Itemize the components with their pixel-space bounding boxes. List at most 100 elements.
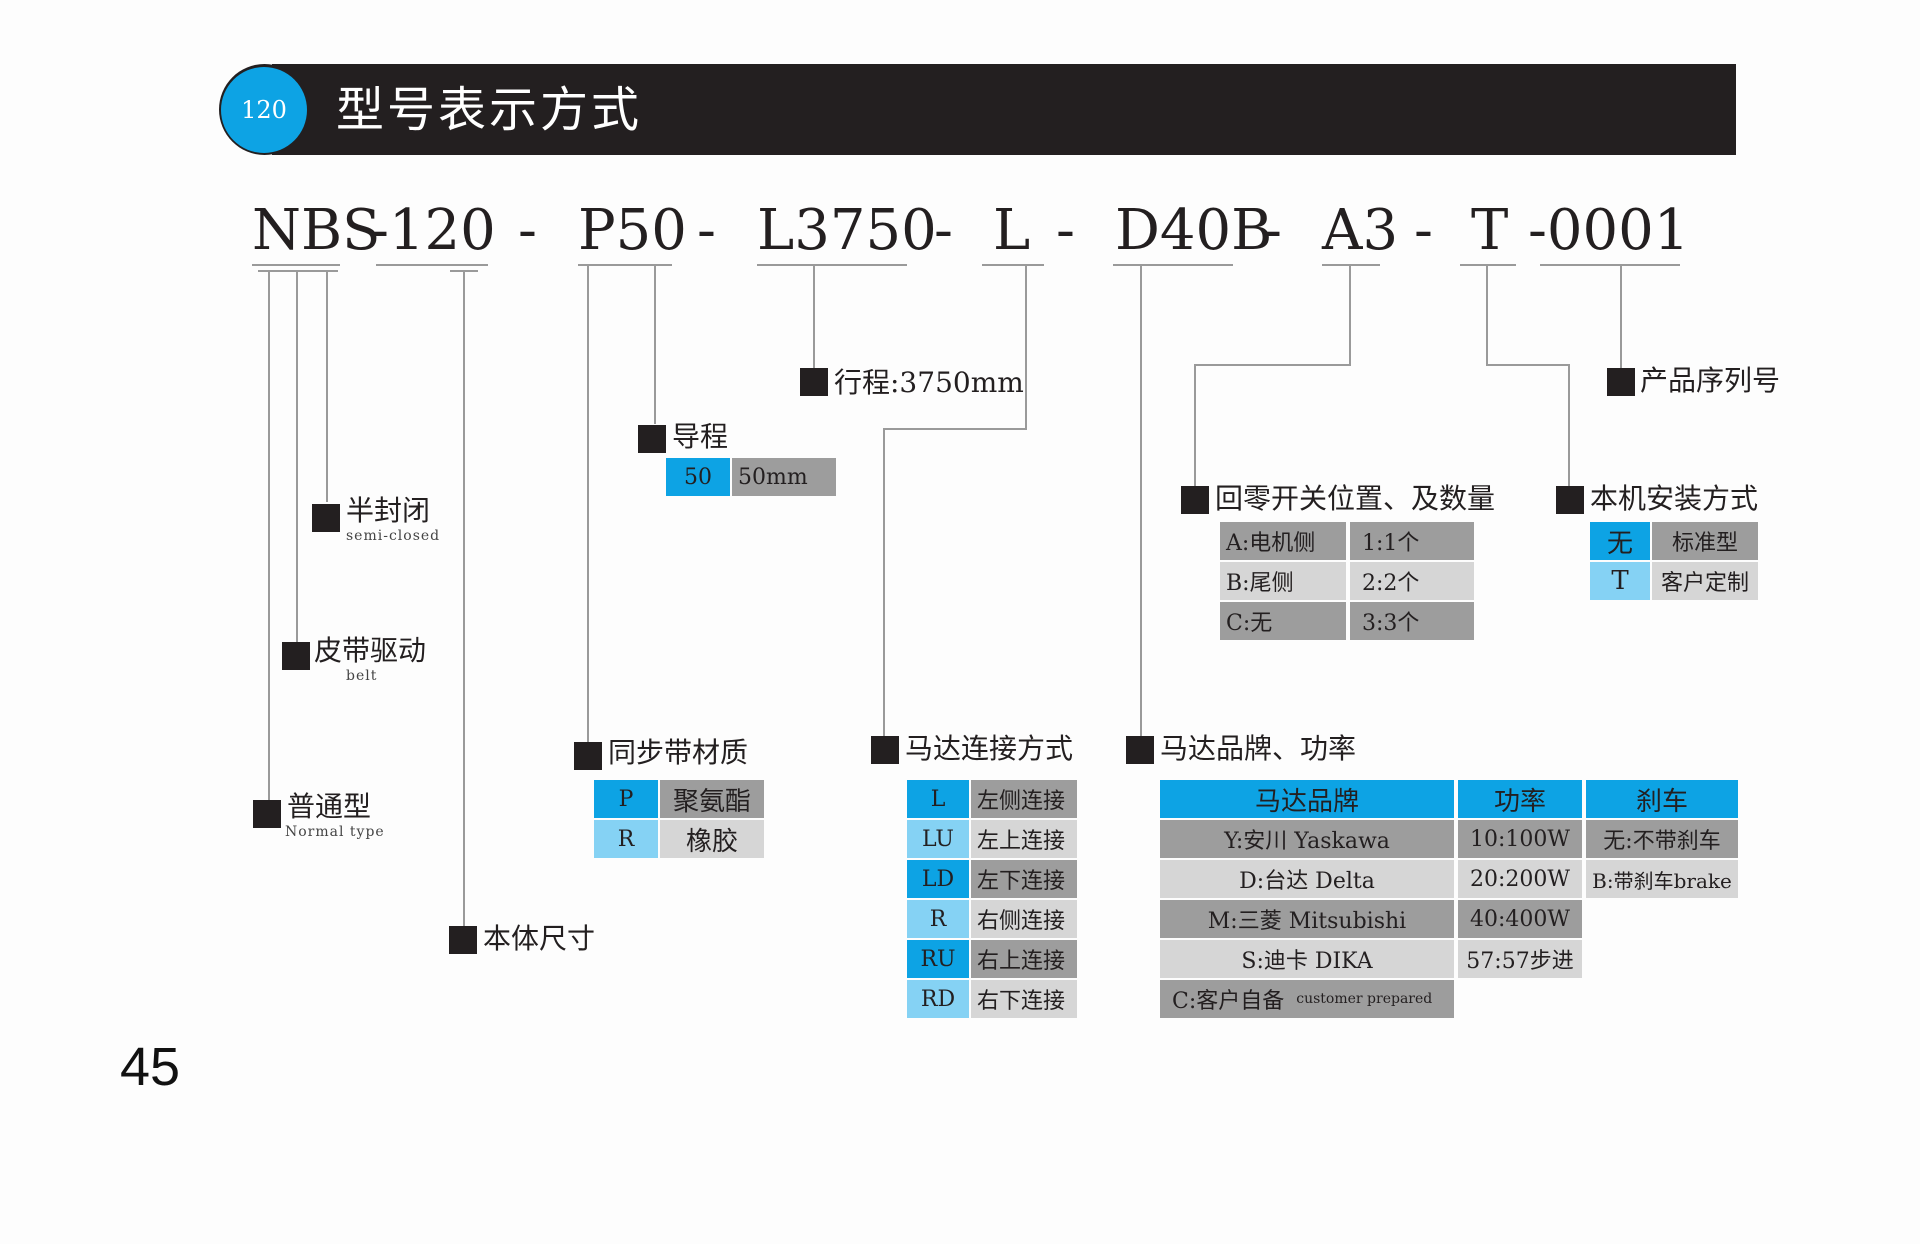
conn-value: 左下连接 [971,860,1077,898]
code-nbs: NBS [252,198,381,263]
code-dash: - [1263,198,1282,263]
power-row: 57:57步进 [1458,940,1582,978]
connector-line [326,270,328,502]
label-serial: 产品序列号 [1640,364,1781,397]
conn-value: 右下连接 [971,980,1077,1018]
header-bar [272,64,1736,155]
marker-square [312,504,340,532]
brake-row: 无:不带刹车 [1586,820,1738,858]
conn-code: R [907,900,969,938]
connector-line [296,270,298,642]
underline [982,264,1044,266]
power-row: 10:100W [1458,820,1582,858]
belt-code: P [594,780,658,818]
power-row: 20:200W [1458,860,1582,898]
code-dash: - [518,198,537,263]
brand-row: D:台达 Delta [1160,860,1454,898]
brand-row: M:三菱 Mitsubishi [1160,900,1454,938]
code-pitch: P50 [578,198,687,263]
power-header: 功率 [1458,780,1582,818]
code-dash: - [1414,198,1433,263]
underline [578,264,672,266]
connector-line [1194,364,1196,486]
code-origin: A3 [1322,198,1399,263]
mount-code: T [1590,562,1650,600]
origin-position: A:电机侧 [1220,522,1346,560]
brand-row-custom: C:客户自备 customer prepared [1160,980,1454,1018]
underline [1322,264,1380,266]
label-motor-brand: 马达品牌、功率 [1160,732,1357,765]
code-motor-dir: L [993,198,1031,263]
conn-value: 左侧连接 [971,780,1077,818]
label-belt-drive: 皮带驱动 [314,634,427,667]
power-row: 40:400W [1458,900,1582,938]
origin-count: 2:2个 [1350,562,1474,600]
brand-custom-small: customer prepared [1296,991,1433,1007]
label-semi-closed: 半封闭 [346,494,431,527]
marker-square [1181,486,1209,514]
label-motor-connection: 马达连接方式 [905,732,1074,765]
connector-line [258,270,338,272]
connector-line [1349,266,1351,366]
mount-value: 标准型 [1652,522,1758,560]
marker-square [638,425,666,453]
connector-line [654,266,656,424]
section-badge: 120 [221,67,307,153]
label-mount: 本机安装方式 [1590,482,1759,515]
label-stroke: 行程:3750mm [834,366,1024,399]
conn-code: LU [907,820,969,858]
conn-code: RD [907,980,969,1018]
underline [376,264,488,266]
mount-value: 客户定制 [1652,562,1758,600]
brake-row: B:带刹车brake [1586,860,1738,898]
connector-line [450,270,478,272]
code-dash: - [697,198,716,263]
lead-value: 50mm [732,458,836,496]
marker-square [800,368,828,396]
connector-line [883,428,1027,430]
connector-line [883,428,885,736]
label-normal-type: 普通型 [287,790,372,823]
conn-value: 右侧连接 [971,900,1077,938]
marker-square [282,642,310,670]
connector-line [1568,364,1570,486]
connector-line [1194,364,1351,366]
code-dash: - [1056,198,1075,263]
underline [1460,264,1516,266]
lead-code: 50 [666,458,730,496]
conn-code: L [907,780,969,818]
origin-count: 1:1个 [1350,522,1474,560]
conn-value: 右上连接 [971,940,1077,978]
marker-square [253,800,281,828]
label-normal-type-sub: Normal type [285,824,385,840]
label-lead: 导程 [672,420,729,453]
connector-line [1140,266,1142,736]
brake-header: 刹车 [1586,780,1738,818]
conn-code: RU [907,940,969,978]
brand-header: 马达品牌 [1160,780,1454,818]
marker-square [449,926,477,954]
label-semi-closed-sub: semi-closed [346,528,441,544]
conn-value: 左上连接 [971,820,1077,858]
label-origin-switch: 回零开关位置、及数量 [1215,482,1496,515]
page-number: 45 [120,1037,181,1097]
connector-line [1486,364,1570,366]
code-serial: -0001 [1528,198,1690,263]
page-title: 型号表示方式 [336,82,643,138]
marker-square [1126,736,1154,764]
conn-code: LD [907,860,969,898]
underline [1113,264,1233,266]
marker-square [1556,486,1584,514]
code-stroke: L3750 [757,198,937,263]
label-body-size: 本体尺寸 [483,922,596,955]
connector-line [268,270,270,810]
connector-line [463,270,465,942]
connector-line [1486,266,1488,366]
label-belt-material: 同步带材质 [608,736,749,769]
brand-row: S:迪卡 DIKA [1160,940,1454,978]
belt-code: R [594,820,658,858]
origin-position: B:尾侧 [1220,562,1346,600]
connector-line [1025,266,1027,430]
belt-value: 橡胶 [660,820,764,858]
brand-custom-main: C:客户自备 [1172,989,1285,1014]
